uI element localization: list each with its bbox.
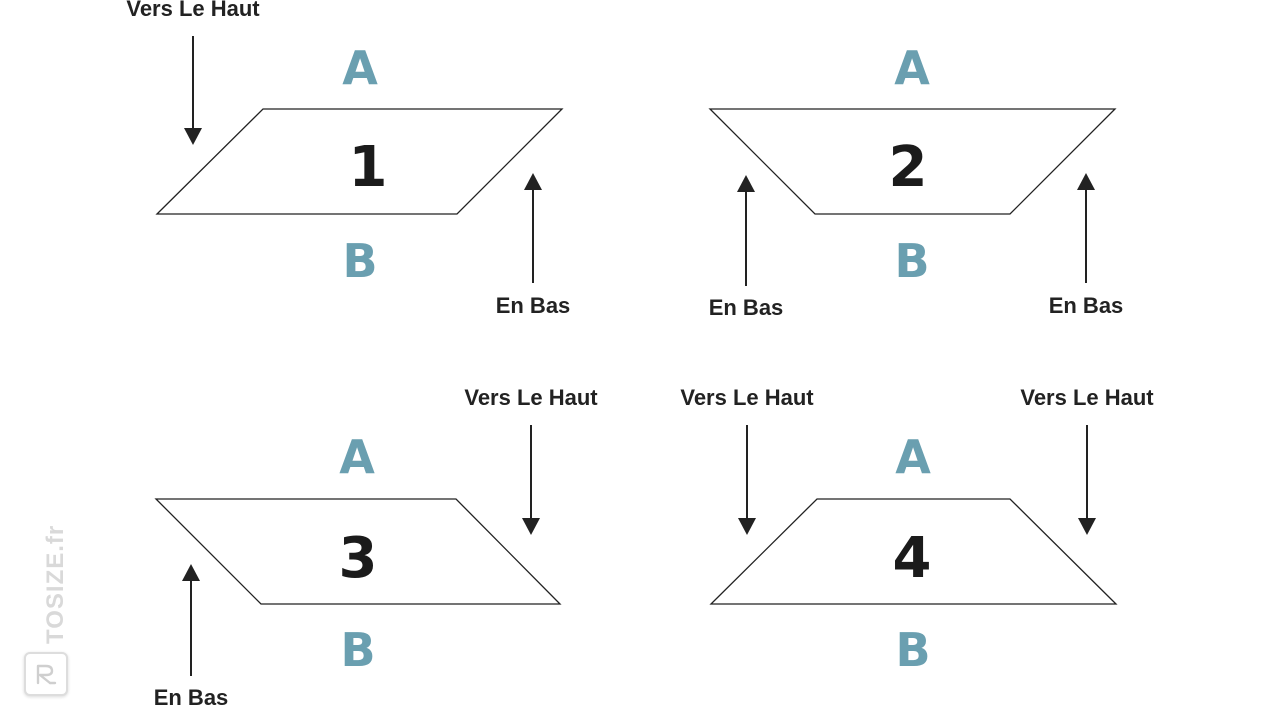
panel-2-number: 2	[889, 135, 928, 200]
panel-1-number: 1	[349, 135, 388, 200]
panel-3-side-bottom: B	[340, 623, 375, 677]
panel-3-side-top: A	[339, 430, 375, 484]
panel-2: A 2 B En Bas En Bas	[708, 41, 1124, 320]
panel-2-callout-right-label: En Bas	[1049, 293, 1124, 318]
panel-3-callout-right-label: Vers Le Haut	[464, 385, 598, 410]
panel-3-arrow-up-icon	[182, 564, 200, 676]
panel-3-arrow-down-icon	[522, 425, 540, 535]
watermark-text: TOSIZE.fr	[42, 524, 69, 644]
panel-2-arrow-up-left-icon	[737, 175, 755, 286]
panel-4-side-bottom: B	[895, 623, 930, 677]
panel-4-arrow-down-right-icon	[1078, 425, 1096, 535]
panel-3: A 3 B Vers Le Haut En Bas	[154, 385, 599, 710]
panel-2-callout-left-label: En Bas	[709, 295, 784, 320]
panel-2-side-bottom: B	[894, 234, 929, 288]
panel-1-shape	[155, 108, 564, 215]
panel-4-side-top: A	[895, 430, 931, 484]
panel-1-side-bottom: B	[342, 234, 377, 288]
panel-4-arrow-down-left-icon	[738, 425, 756, 535]
panel-1-arrow-up-icon	[524, 173, 542, 283]
watermark: TOSIZE.fr	[22, 510, 70, 700]
panel-4-callout-left-label: Vers Le Haut	[680, 385, 814, 410]
panel-1-callout-left-label: Vers Le Haut	[126, 0, 260, 21]
panel-4-callout-right-label: Vers Le Haut	[1020, 385, 1154, 410]
panel-2-shape	[708, 108, 1117, 215]
panel-1: A 1 B Vers Le Haut En Bas	[126, 0, 570, 318]
panel-1-callout-right-label: En Bas	[496, 293, 571, 318]
panel-3-number: 3	[339, 526, 378, 591]
panel-4-shape	[709, 498, 1118, 605]
panel-4-number: 4	[893, 526, 932, 591]
panel-3-callout-left-label: En Bas	[154, 685, 229, 710]
tosize-logo-icon	[24, 652, 68, 696]
panel-2-side-top: A	[894, 41, 930, 95]
panel-2-arrow-up-right-icon	[1077, 173, 1095, 283]
panel-3-shape	[154, 498, 562, 605]
panel-1-arrow-down-icon	[184, 36, 202, 145]
panel-1-side-top: A	[342, 41, 378, 95]
panel-4: A 4 B Vers Le Haut Vers Le Haut	[680, 385, 1154, 677]
